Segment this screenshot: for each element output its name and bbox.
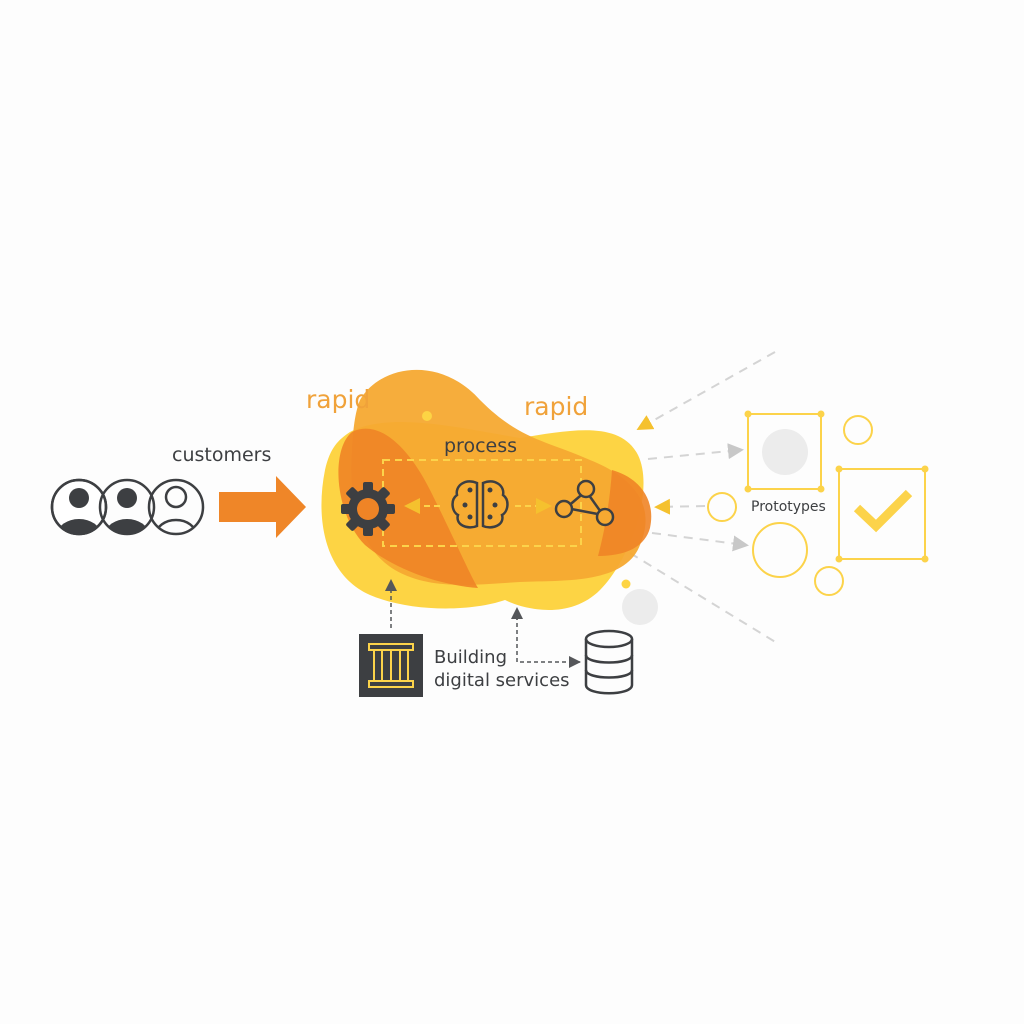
brain-icon [451, 480, 509, 529]
checkmark-icon [853, 489, 913, 533]
database-icon [584, 629, 634, 695]
building-label: Building digital services [434, 646, 570, 692]
customer-avatars [50, 478, 205, 536]
decor-dot [422, 411, 432, 421]
gear-icon [341, 482, 395, 536]
connector-top-in [636, 351, 776, 430]
dark-orange-blob-right [598, 470, 652, 556]
connector-bottom-out [629, 552, 778, 644]
rapid-label-right: rapid [524, 392, 589, 421]
customers-label: customers [172, 444, 272, 466]
prototype-placeholder-circle [762, 429, 808, 475]
building-icon [359, 634, 423, 697]
connector-to-circle [651, 532, 749, 552]
network-icon [554, 479, 615, 527]
user-outline-icon [147, 478, 205, 536]
decor-gray-circle [622, 589, 658, 625]
user-filled-icon [98, 478, 156, 536]
process-label: process [444, 435, 518, 457]
approved-frame [835, 465, 929, 563]
connector-lines [629, 351, 778, 644]
building-label-line1: Building [434, 647, 508, 668]
decor-dot [621, 579, 631, 589]
decor-yellow-circles [707, 415, 873, 596]
user-filled-icon [50, 478, 108, 536]
customers-arrow [219, 476, 306, 538]
building-label-line2: digital services [434, 670, 570, 691]
prototypes-label: Prototypes [751, 499, 826, 515]
database-connector [516, 612, 580, 663]
connector-to-prototype [647, 443, 744, 460]
connector-circle-in [654, 498, 706, 515]
prototype-frame [744, 410, 825, 493]
process-dashed-box [382, 459, 582, 547]
rapid-label-left: rapid [306, 385, 371, 414]
